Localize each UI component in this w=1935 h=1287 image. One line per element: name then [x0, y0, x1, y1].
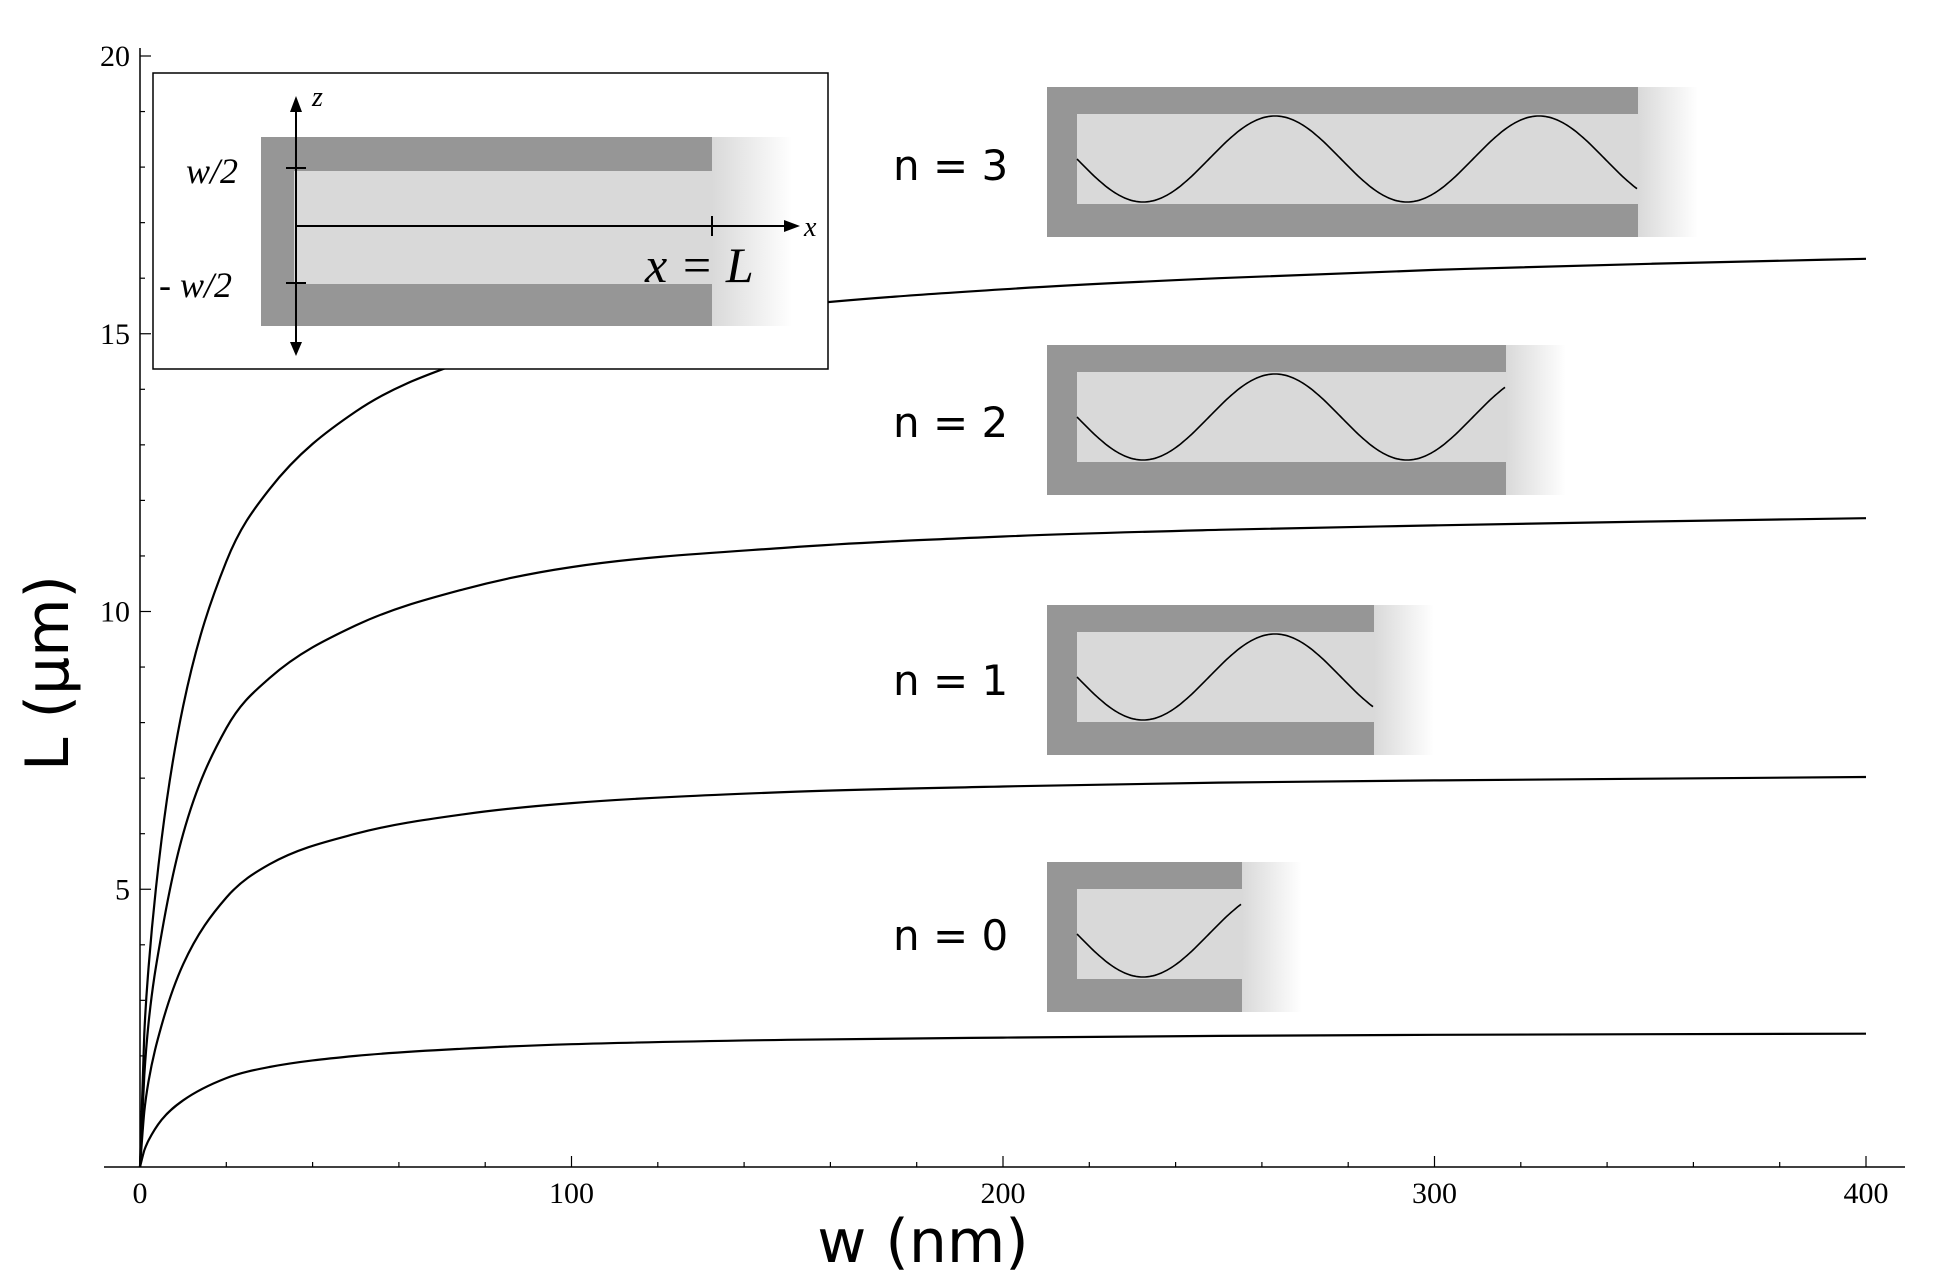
cavity-top-wall [1047, 862, 1242, 889]
inset-x-label: x [803, 212, 817, 243]
mode-label-n2: n = 2 [893, 398, 1008, 447]
curve-n1 [138, 775, 1867, 1168]
x-tick-label: 300 [1412, 1177, 1457, 1210]
x-tick-label: 0 [133, 1177, 148, 1210]
cavity-fade [1638, 87, 1698, 237]
curve-n0 [138, 1032, 1867, 1168]
y-tick-label: 20 [100, 40, 130, 73]
mode-label-n0: n = 0 [893, 911, 1008, 960]
cavity-bottom-wall [1047, 722, 1374, 755]
mode-label-n1: n = 1 [893, 656, 1008, 705]
cavity-top-wall [1047, 605, 1374, 632]
inset-fade [712, 137, 792, 326]
axes: 0 100 200 300 400 5 10 15 20 [100, 40, 1905, 1210]
x-tick-label: 200 [981, 1177, 1026, 1210]
standing-wave [1076, 903, 1242, 978]
cavity-end-wall [1047, 862, 1077, 1012]
mode-diagrams [1047, 87, 1698, 1012]
inset-z-label: z [311, 82, 323, 113]
inset-end-wall [261, 137, 294, 326]
cavity-fade [1506, 345, 1566, 495]
mode-diagram-n0 [1047, 862, 1302, 1012]
cavity-bottom-wall [1047, 462, 1506, 495]
cavity-top-wall [1047, 87, 1638, 114]
y-tick-label: 10 [100, 596, 130, 629]
inset-diagram: z x w/2 - w/2 x = L [152, 72, 829, 370]
standing-wave [1076, 373, 1506, 461]
cavity-end-wall [1047, 345, 1077, 495]
cavity-top-wall [1047, 345, 1506, 372]
cavity-bottom-wall [1047, 979, 1242, 1012]
curve-n2 [138, 517, 1867, 1168]
inset-top-wall [261, 137, 712, 171]
cavity-fade [1242, 862, 1302, 1012]
curves-layer [138, 257, 1867, 1168]
cavity-bottom-wall [1047, 204, 1638, 237]
mode-label-n3: n = 3 [893, 141, 1008, 190]
inset-bottom-label: - w/2 [159, 265, 232, 305]
cavity-end-wall [1047, 605, 1077, 755]
curve-n3 [138, 257, 1867, 1168]
y-axis-title: L (μm) [13, 575, 83, 771]
mode-diagram-n3 [1047, 87, 1698, 237]
inset-z-bottom-arrowhead [290, 342, 302, 356]
inset-top-label: w/2 [186, 151, 238, 191]
x-tick-label: 100 [549, 1177, 594, 1210]
inset-x-arrowhead [784, 220, 800, 232]
y-tick-label: 15 [100, 318, 130, 351]
cavity-fade [1374, 605, 1434, 755]
inset-end-label: x = L [644, 237, 754, 293]
mode-diagram-n2 [1047, 345, 1566, 495]
x-axis-title: w (nm) [817, 1207, 1028, 1277]
standing-wave [1076, 115, 1638, 203]
standing-wave [1076, 633, 1374, 721]
cavity-end-wall [1047, 87, 1077, 237]
y-tick-label: 5 [115, 873, 130, 906]
mode-diagram-n1 [1047, 605, 1434, 755]
inset-bottom-wall [261, 284, 712, 326]
inset-z-arrowhead [290, 96, 302, 112]
x-tick-label: 400 [1844, 1177, 1889, 1210]
